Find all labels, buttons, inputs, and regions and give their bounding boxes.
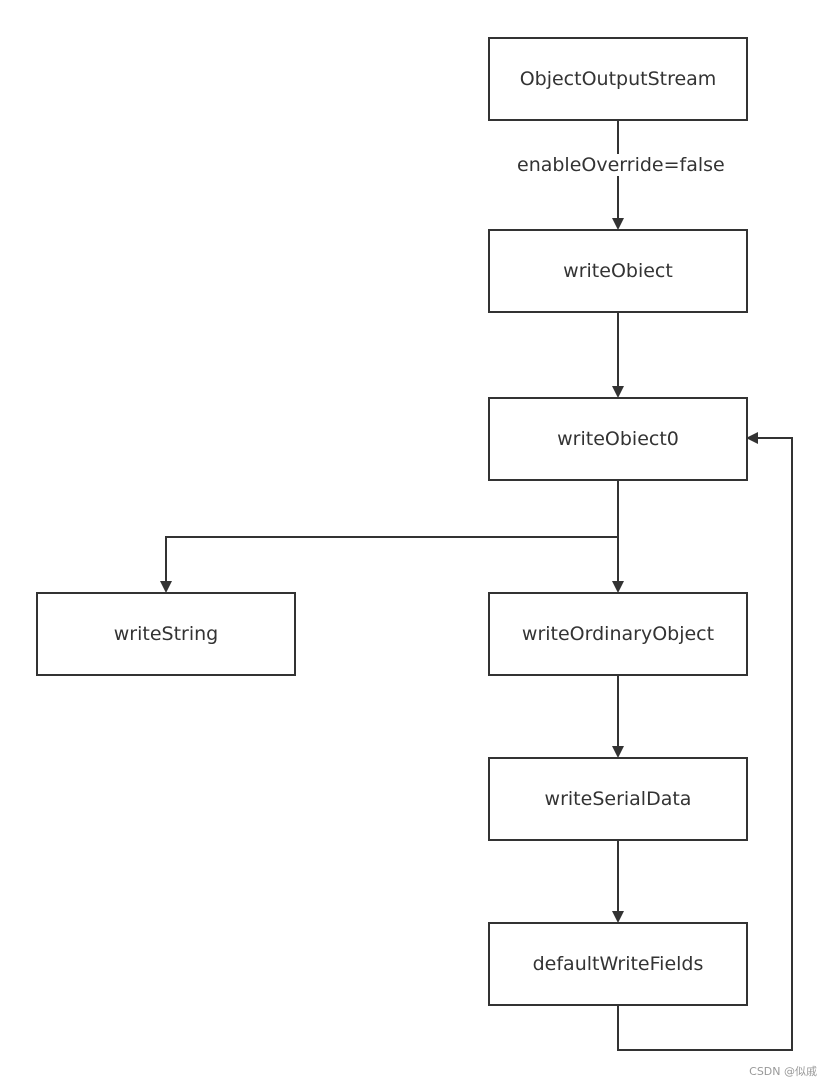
node-object-output-stream[interactable]: ObjectOutputStream	[488, 37, 748, 121]
watermark-text: CSDN @似戚	[749, 1065, 817, 1078]
node-write-string[interactable]: writeString	[36, 592, 296, 676]
edge-writeobject0-to-writestring	[160, 536, 618, 593]
node-write-object-label: writeObiect	[563, 260, 673, 282]
node-write-object0[interactable]: writeObiect0	[488, 397, 748, 481]
node-write-object[interactable]: writeObiect	[488, 229, 748, 313]
enable-override-label: enableOverride=false	[513, 154, 729, 176]
node-write-object0-label: writeObiect0	[557, 428, 679, 450]
node-write-ordinary-object-label: writeOrdinaryObject	[521, 623, 715, 645]
edge-defaultwritefields-loop-to-writeobject0	[617, 432, 793, 1051]
node-default-write-fields[interactable]: defaultWriteFields	[488, 922, 748, 1006]
node-default-write-fields-label: defaultWriteFields	[532, 953, 704, 975]
node-write-serial-data-label: writeSerialData	[544, 788, 692, 810]
node-write-ordinary-object[interactable]: writeOrdinaryObject	[488, 592, 748, 676]
node-write-serial-data[interactable]: writeSerialData	[488, 757, 748, 841]
node-write-string-label: writeString	[113, 623, 219, 645]
node-object-output-stream-label: ObjectOutputStream	[519, 68, 717, 90]
